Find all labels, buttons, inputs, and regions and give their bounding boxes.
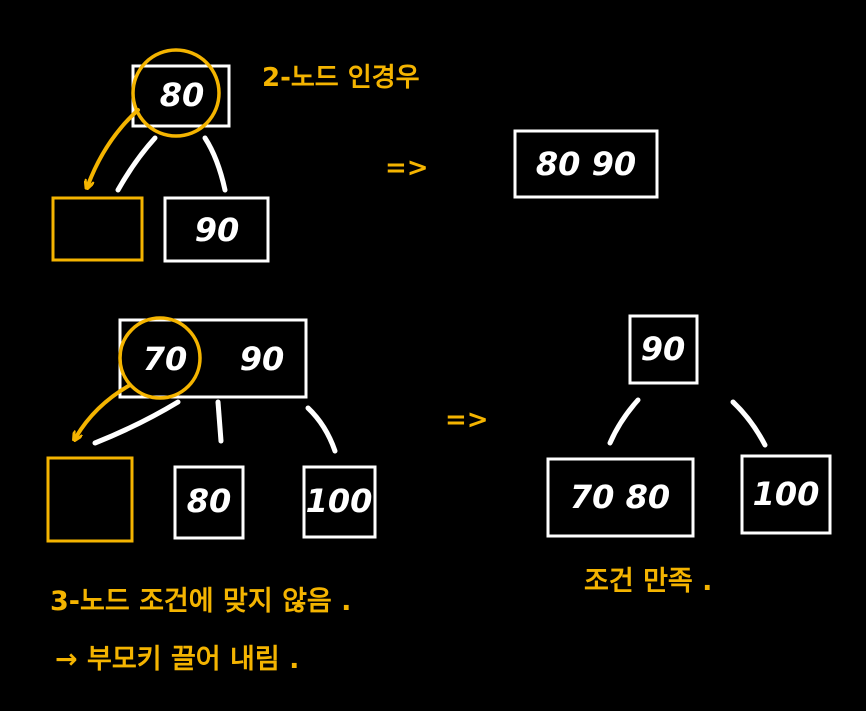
result-left-key-2: 70 80 (570, 478, 670, 516)
annotation-3-node-line1: 3-노드 조건에 맞지 않음 . (50, 586, 351, 617)
result-root-node-2 (628, 314, 699, 385)
move-arrow-1 (88, 108, 140, 185)
empty-node-2 (46, 456, 134, 543)
result-root-key-2: 90 (641, 330, 686, 368)
annotation-2-node: 2-노드 인경우 (262, 63, 420, 93)
edge-middle-2 (215, 399, 224, 444)
highlight-circle-2 (118, 316, 202, 400)
move-arrow-2 (76, 383, 132, 437)
root-key-right-2: 90 (240, 340, 285, 378)
result-right-node-2 (740, 454, 832, 535)
right-child-key-2: 100 (306, 482, 373, 520)
middle-child-node-2 (173, 465, 245, 540)
annotation-3-node-line2: → 부모키 끌어 내림 . (55, 644, 299, 675)
edge-right-1 (202, 135, 228, 193)
root-key-1: 80 (160, 76, 205, 114)
edge-right-2 (305, 405, 338, 454)
annotation-condition-met: 조건 만족 . (584, 566, 712, 597)
transform-arrow-1: => (385, 153, 429, 183)
edge-left-2 (92, 399, 181, 446)
transform-arrow-2: => (445, 405, 489, 435)
empty-node-1 (51, 196, 144, 262)
result-right-key-2: 100 (753, 475, 820, 513)
root-key-left-2: 70 (143, 340, 188, 378)
right-child-node-1 (163, 196, 270, 263)
result-node-1 (513, 129, 659, 199)
middle-child-key-2: 80 (187, 482, 232, 520)
edge-left-1 (115, 135, 158, 193)
result-edge-left-2 (607, 397, 641, 446)
result-left-node-2 (546, 457, 695, 538)
right-child-node-2 (302, 465, 377, 539)
right-child-key-1: 90 (195, 211, 240, 249)
highlight-circle-1 (131, 48, 221, 138)
result-key-1: 80 90 (536, 145, 636, 183)
result-edge-right-2 (730, 399, 768, 448)
